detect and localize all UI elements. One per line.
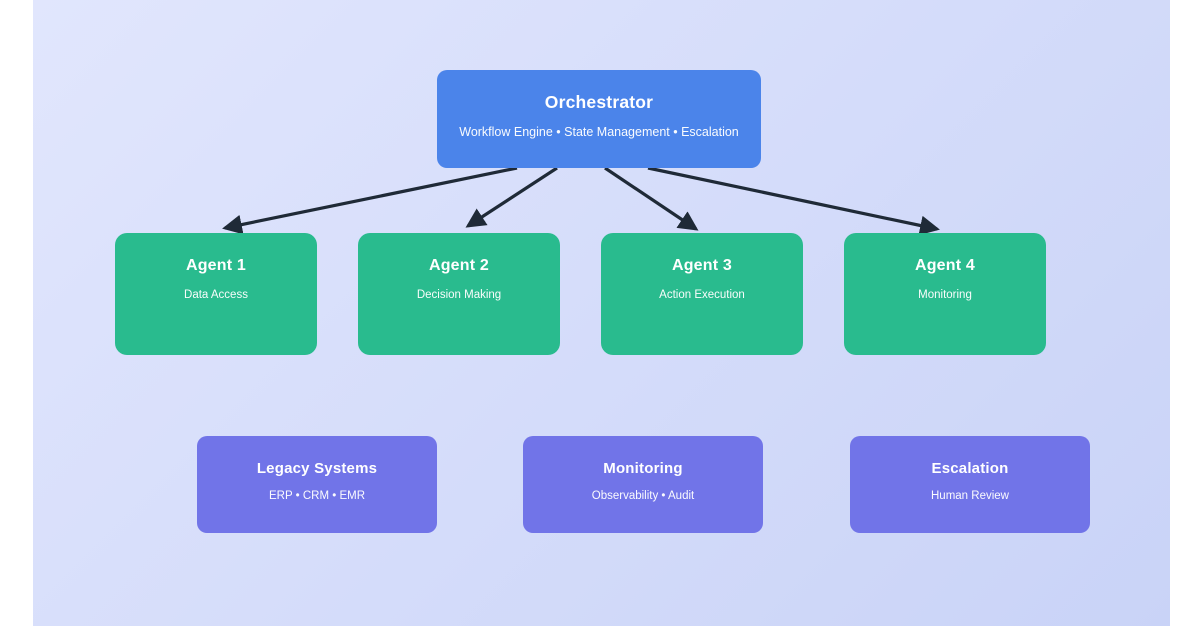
escalation-title: Escalation [931, 460, 1009, 477]
escalation-subtitle: Human Review [931, 490, 1009, 502]
monitoring-subtitle: Observability • Audit [591, 490, 695, 502]
agent-1-subtitle: Data Access [184, 289, 248, 301]
orchestrator-subtitle: Workflow Engine • State Management • Esc… [459, 125, 739, 139]
arrow-orchestrator-to-agent-3-icon [604, 166, 699, 231]
agent-4-subtitle: Monitoring [918, 289, 972, 301]
node-agent-1: Agent 1 Data Access [115, 233, 317, 355]
arrow-orchestrator-to-agent-1-icon [222, 166, 518, 235]
arrow-orchestrator-to-agent-2-icon [465, 166, 558, 228]
node-agent-3: Agent 3 Action Execution [601, 233, 803, 355]
diagram-canvas: Orchestrator Workflow Engine • State Man… [33, 0, 1170, 626]
agent-2-title: Agent 2 [428, 257, 490, 274]
node-agent-4: Agent 4 Monitoring [844, 233, 1046, 355]
agent-1-title: Agent 1 [185, 257, 247, 274]
node-orchestrator: Orchestrator Workflow Engine • State Man… [437, 70, 761, 168]
node-legacy-systems: Legacy Systems ERP • CRM • EMR [197, 436, 437, 533]
legacy-systems-subtitle: ERP • CRM • EMR [268, 490, 365, 502]
arrow-orchestrator-to-agent-4-icon [647, 166, 940, 236]
legacy-systems-title: Legacy Systems [256, 460, 378, 477]
agent-3-subtitle: Action Execution [659, 289, 745, 301]
orchestrator-title: Orchestrator [544, 92, 654, 112]
monitoring-title: Monitoring [603, 460, 683, 477]
node-agent-2: Agent 2 Decision Making [358, 233, 560, 355]
agent-3-title: Agent 3 [671, 257, 733, 274]
node-monitoring: Monitoring Observability • Audit [523, 436, 763, 533]
agent-2-subtitle: Decision Making [416, 289, 502, 301]
node-escalation: Escalation Human Review [850, 436, 1090, 533]
agent-4-title: Agent 4 [914, 257, 976, 274]
